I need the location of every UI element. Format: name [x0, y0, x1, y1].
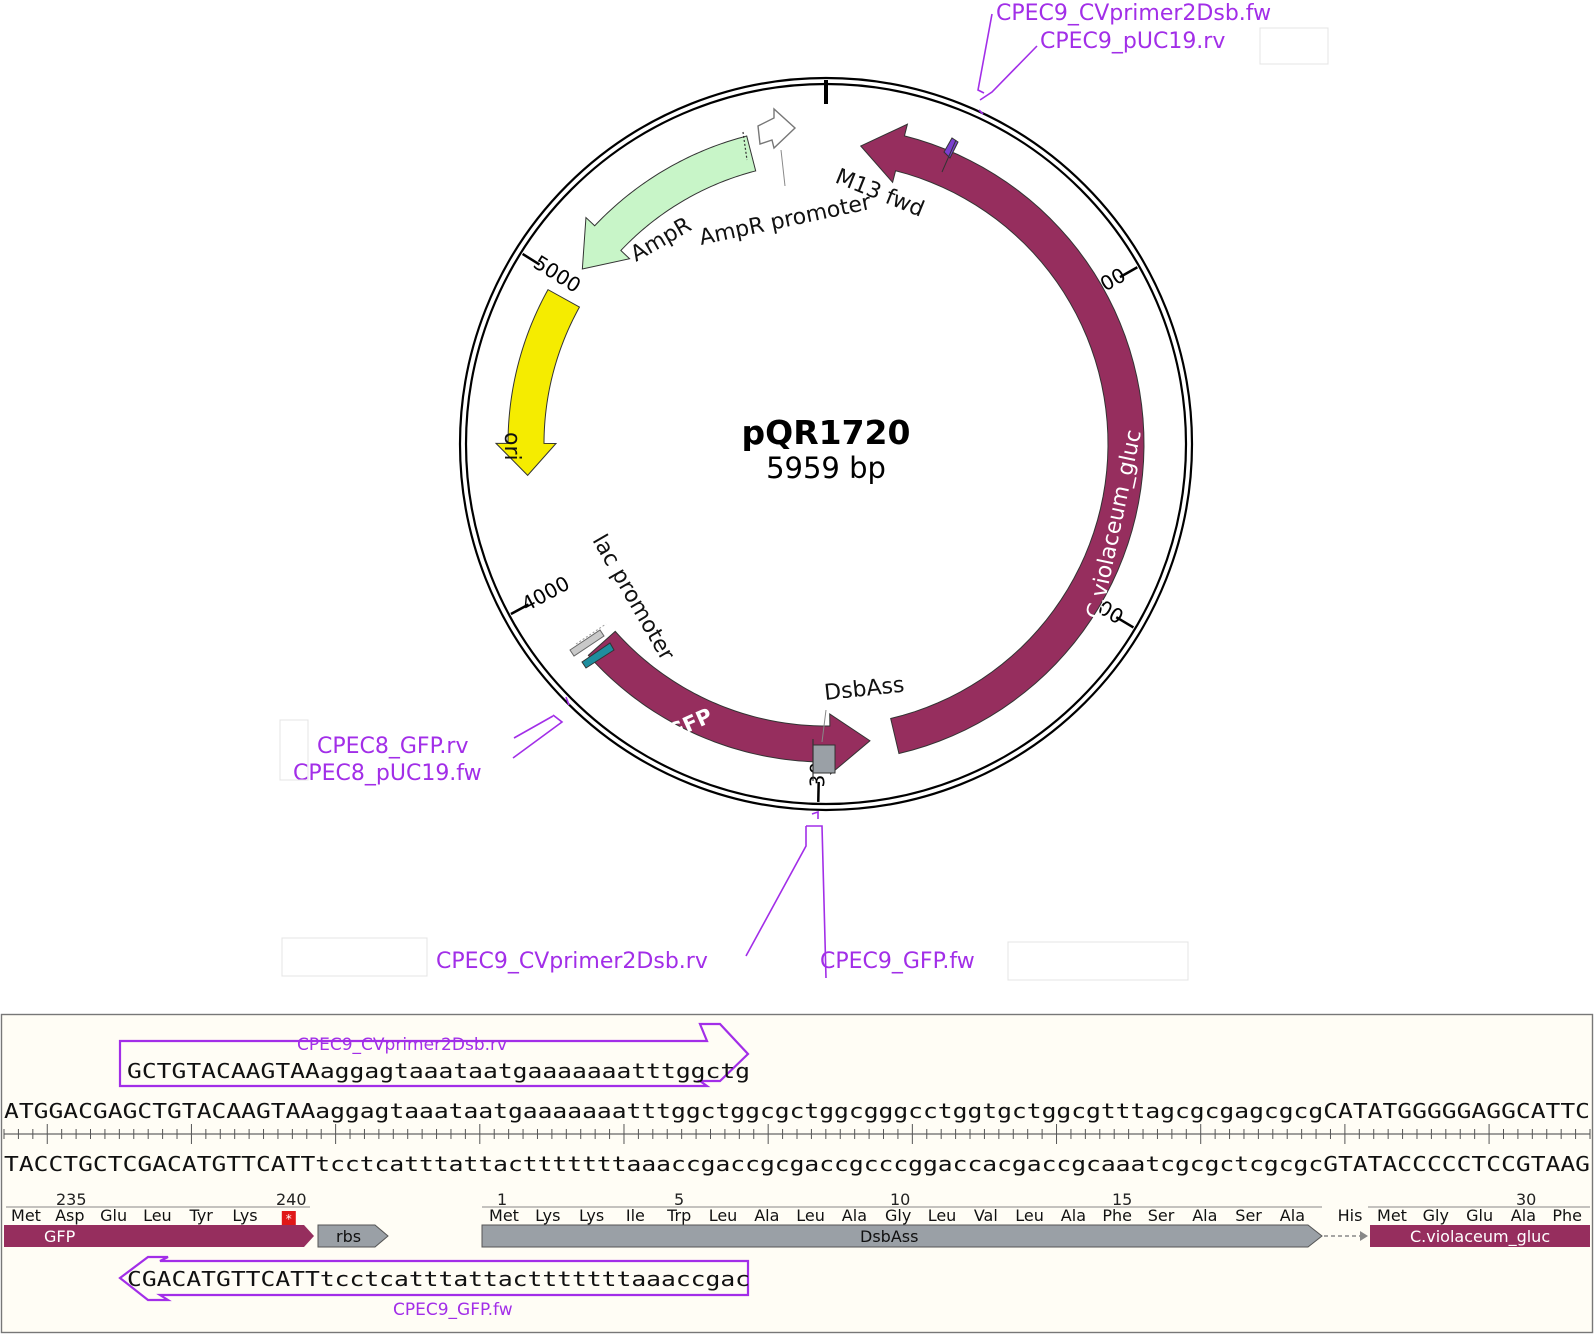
aa-label: Ala — [1192, 1206, 1217, 1225]
primer-top-label: CPEC9_CVprimer2Dsb.rv — [297, 1035, 507, 1055]
primer-bottom-label: CPEC9_GFP.fw — [393, 1300, 513, 1320]
primer-label-cpec8-gfp-rv: CPEC8_GFP.rv — [317, 734, 469, 759]
tick-label-5000: 5000 — [529, 250, 585, 297]
aa-number-235: 235 — [56, 1190, 87, 1209]
aa-number-15: 15 — [1112, 1190, 1132, 1209]
primer-marks — [512, 13, 1038, 979]
dsbass-glyph — [812, 709, 836, 781]
aa-label: Lys — [232, 1206, 257, 1225]
bar-gfp — [4, 1225, 314, 1247]
primer-bottom-sequence: CGACATGTTCATTtcctcatttattactttttttaaaccg… — [127, 1267, 750, 1291]
bar-dsbass-label: DsbAss — [860, 1227, 918, 1246]
aa-label: Gly — [885, 1206, 911, 1225]
feature-gfp — [587, 630, 871, 776]
aa-label: Lys — [579, 1206, 604, 1225]
circular-map: 10002000300040005000 pQR1720 5959 bp — [279, 1, 1329, 981]
sequence-view: CPEC9_CVprimer2Dsb.rv GCTGTACAAGTAAaggag… — [0, 1013, 1594, 1334]
aa-label: Ala — [1061, 1206, 1086, 1225]
lac-promoter-glyph — [569, 623, 615, 669]
aa-label: Gly — [1423, 1206, 1449, 1225]
ruler-ticks — [3, 1124, 1591, 1144]
m13-fwd-glyph — [941, 137, 959, 173]
aa-label: Ala — [1511, 1206, 1536, 1225]
bar-dsbass — [481, 1224, 1323, 1248]
aa-label: Ser — [1148, 1206, 1175, 1225]
aa-label: Asp — [55, 1206, 84, 1225]
aa-label: Ala — [1280, 1206, 1305, 1225]
aa-label: Leu — [1015, 1206, 1044, 1225]
primer-box-top — [118, 1022, 750, 1088]
aa-label: Val — [974, 1206, 998, 1225]
aa-label: Glu — [100, 1206, 127, 1225]
aa-label: Lys — [535, 1206, 560, 1225]
tick-4000 — [510, 603, 530, 616]
aa-label: Ser — [1235, 1206, 1262, 1225]
tick-2000 — [1115, 616, 1135, 629]
feature-arcs — [494, 123, 1145, 776]
tick-label-4000: 4000 — [517, 571, 573, 616]
tick-5000 — [521, 252, 541, 266]
aa-label: * — [286, 1212, 292, 1226]
backbone-outer-ring — [458, 76, 1194, 812]
bar-gfp-label: GFP — [44, 1227, 76, 1246]
stop-codon-mark — [281, 1211, 296, 1225]
aa-number-5: 5 — [674, 1190, 684, 1209]
aa-label: His — [1338, 1206, 1363, 1225]
dsbass-label: DsbAss — [823, 673, 906, 706]
bar-connector-head — [1360, 1231, 1368, 1241]
aa-label: Met — [11, 1206, 41, 1225]
label-boxes — [279, 27, 1329, 981]
sequence-panel — [0, 1013, 1594, 1334]
bar-cviolaceum-gluc-label: C.violaceum_gluc — [1410, 1227, 1550, 1247]
aa-label: Met — [489, 1206, 519, 1225]
primer-label-cpec9-cvprimer2dsb-fw: CPEC9_CVprimer2Dsb.fw — [996, 1, 1271, 26]
amino-acid-row: Met Asp Glu Leu Tyr Lys * Met Lys Lys Ile Trp Leu Ala… — [11, 1206, 1582, 1226]
primer-label-cpec8-puc19-fw: CPEC8_pUC19.fw — [293, 761, 482, 786]
feature-ampr — [581, 135, 757, 270]
aa-label: Glu — [1466, 1206, 1493, 1225]
bar-rbs — [317, 1224, 389, 1248]
ampr-promoter-label: AmpR promoter — [697, 190, 874, 251]
aa-label: Leu — [143, 1206, 172, 1225]
top-strand: ATGGACGAGCTGTACAAGTAAaggagtaaataatgaaaaa… — [4, 1099, 1590, 1123]
aa-label: Tyr — [189, 1206, 214, 1225]
aa-label: Leu — [796, 1206, 825, 1225]
aa-label: Phe — [1102, 1206, 1132, 1225]
primer-label-cpec9-puc19-rv: CPEC9_pUC19.rv — [1040, 29, 1225, 54]
tick-1000 — [1119, 266, 1138, 279]
aa-label: Phe — [1552, 1206, 1582, 1225]
aa-label: Leu — [928, 1206, 957, 1225]
primer-label-cpec9-gfp-fw: CPEC9_GFP.fw — [820, 949, 975, 974]
plasmid-name: pQR1720 — [742, 413, 911, 452]
aa-label: Trp — [666, 1206, 691, 1225]
aa-label: Ile — [626, 1206, 645, 1225]
bar-rbs-label: rbs — [336, 1227, 361, 1246]
primer-top-sequence: GCTGTACAAGTAAaggagtaaataatgaaaaaaatttggc… — [127, 1059, 750, 1083]
tick-marks: 10002000300040005000 — [510, 250, 1138, 802]
bottom-strand: TACCTGCTCGACATGTTCATTtcctcatttattacttttt… — [4, 1152, 1590, 1176]
aa-label: Ala — [842, 1206, 867, 1225]
primer-label-cpec9-cvprimer2dsb-rv: CPEC9_CVprimer2Dsb.rv — [436, 949, 708, 974]
aa-label: Ala — [754, 1206, 779, 1225]
aa-number-1: 1 — [497, 1190, 507, 1209]
feature-c-violaceum-gluc — [859, 123, 1145, 755]
bar-cviolaceum-gluc — [1370, 1225, 1590, 1247]
primer-box-bottom — [118, 1255, 750, 1302]
aa-number-30: 30 — [1516, 1190, 1536, 1209]
plasmid-length: 5959 bp — [766, 451, 886, 485]
aa-number-10: 10 — [890, 1190, 910, 1209]
aa-number-240: 240 — [276, 1190, 307, 1209]
aa-label: Met — [1377, 1206, 1407, 1225]
feature-ori — [494, 288, 581, 477]
aa-label: Leu — [709, 1206, 738, 1225]
ori-label: ori — [499, 432, 524, 461]
ampr-promoter-glyph — [742, 107, 797, 187]
